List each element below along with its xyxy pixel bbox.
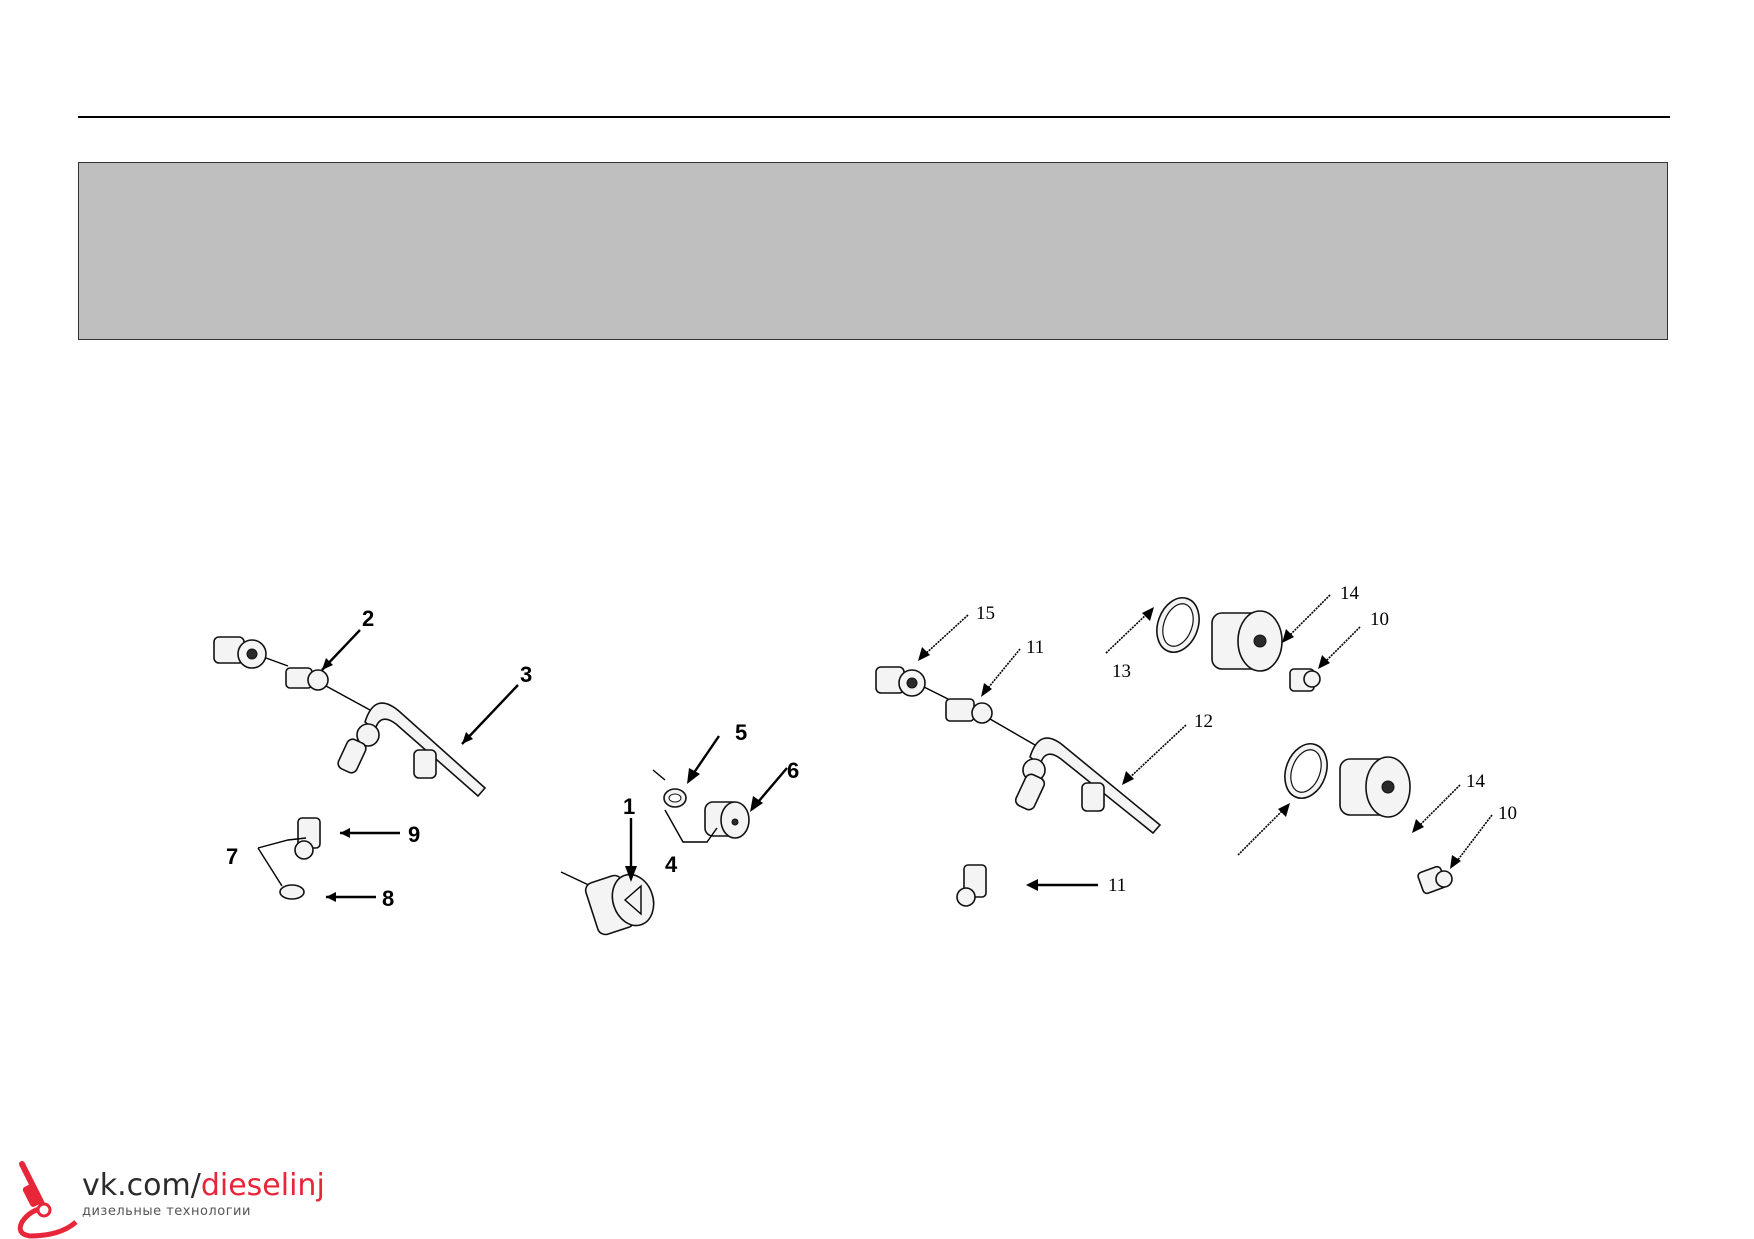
socket-part (560, 871, 655, 936)
label-7: 7 (226, 844, 238, 869)
logo-prefix: vk.com/ (82, 1168, 201, 1203)
arrow-10-upper (1318, 626, 1361, 669)
label-14-lower: 14 (1466, 771, 1486, 792)
arrow-14-upper (1282, 594, 1331, 643)
label-2: 2 (362, 606, 374, 631)
arrow-9 (340, 828, 400, 838)
label-13: 13 (1112, 661, 1131, 682)
o-ring-part (279, 884, 305, 900)
label-4: 4 (665, 852, 678, 877)
figure-middle: 1 4 5 6 (555, 700, 815, 950)
arrow-11-upper (981, 648, 1021, 697)
fitting-part-15 (875, 666, 926, 697)
label-8: 8 (382, 886, 394, 911)
label-5: 5 (735, 720, 747, 745)
logo-accent: dieselinj (200, 1168, 325, 1203)
injector-logo-icon (17, 1161, 78, 1239)
arrow-13 (1105, 607, 1154, 654)
seal-ring-part-lower (1284, 743, 1328, 799)
label-6: 6 (787, 758, 799, 783)
arrow-2 (321, 629, 361, 671)
label-12: 12 (1194, 711, 1213, 732)
banjo-pipe-part (337, 702, 487, 798)
arrow-15 (918, 614, 969, 661)
label-14-upper: 14 (1340, 583, 1360, 604)
valve-part-14 (1211, 610, 1283, 672)
label-10-upper: 10 (1370, 609, 1389, 630)
header-rule (78, 116, 1670, 118)
banjo-pipe-part-12 (1014, 737, 1162, 835)
label-15: 15 (976, 603, 995, 624)
arrow-10-lower (1450, 814, 1493, 869)
washer-part (652, 769, 687, 808)
arrow-14-lower (1412, 784, 1461, 833)
seal-ring-part-13 (1156, 597, 1200, 653)
label-11-upper: 11 (1026, 637, 1044, 658)
label-10-lower: 10 (1498, 803, 1517, 824)
logo-text: vk.com/dieselinj (82, 1170, 325, 1202)
arrow-12 (1122, 724, 1187, 785)
header-banner (78, 162, 1668, 340)
union-part-11 (956, 864, 987, 907)
screw-part-10-lower (1417, 865, 1453, 895)
nipple-part (285, 667, 329, 691)
figure-left: 2 3 7 8 9 (200, 590, 560, 930)
label-11-lower: 11 (1108, 875, 1126, 896)
nipple-part-11 (945, 698, 993, 724)
arrow-8 (326, 892, 376, 902)
valve-part-14-lower (1339, 756, 1411, 818)
union-part (294, 817, 321, 860)
arrow-seal-lower (1237, 803, 1290, 856)
figure-right: 15 11 13 14 10 12 14 10 11 (860, 575, 1560, 975)
cap-part (704, 801, 750, 839)
label-1: 1 (623, 794, 635, 819)
arrow-11-lower (1026, 879, 1098, 891)
arrow-3 (461, 684, 519, 745)
fitting-part (213, 636, 267, 669)
arrow-5 (687, 735, 720, 784)
arrow-1 (625, 818, 637, 882)
arrow-6 (750, 767, 788, 812)
label-3: 3 (520, 662, 532, 687)
label-9: 9 (408, 822, 420, 847)
logo-subtitle: дизельные технологии (82, 1204, 251, 1219)
screw-part-10 (1289, 668, 1321, 692)
